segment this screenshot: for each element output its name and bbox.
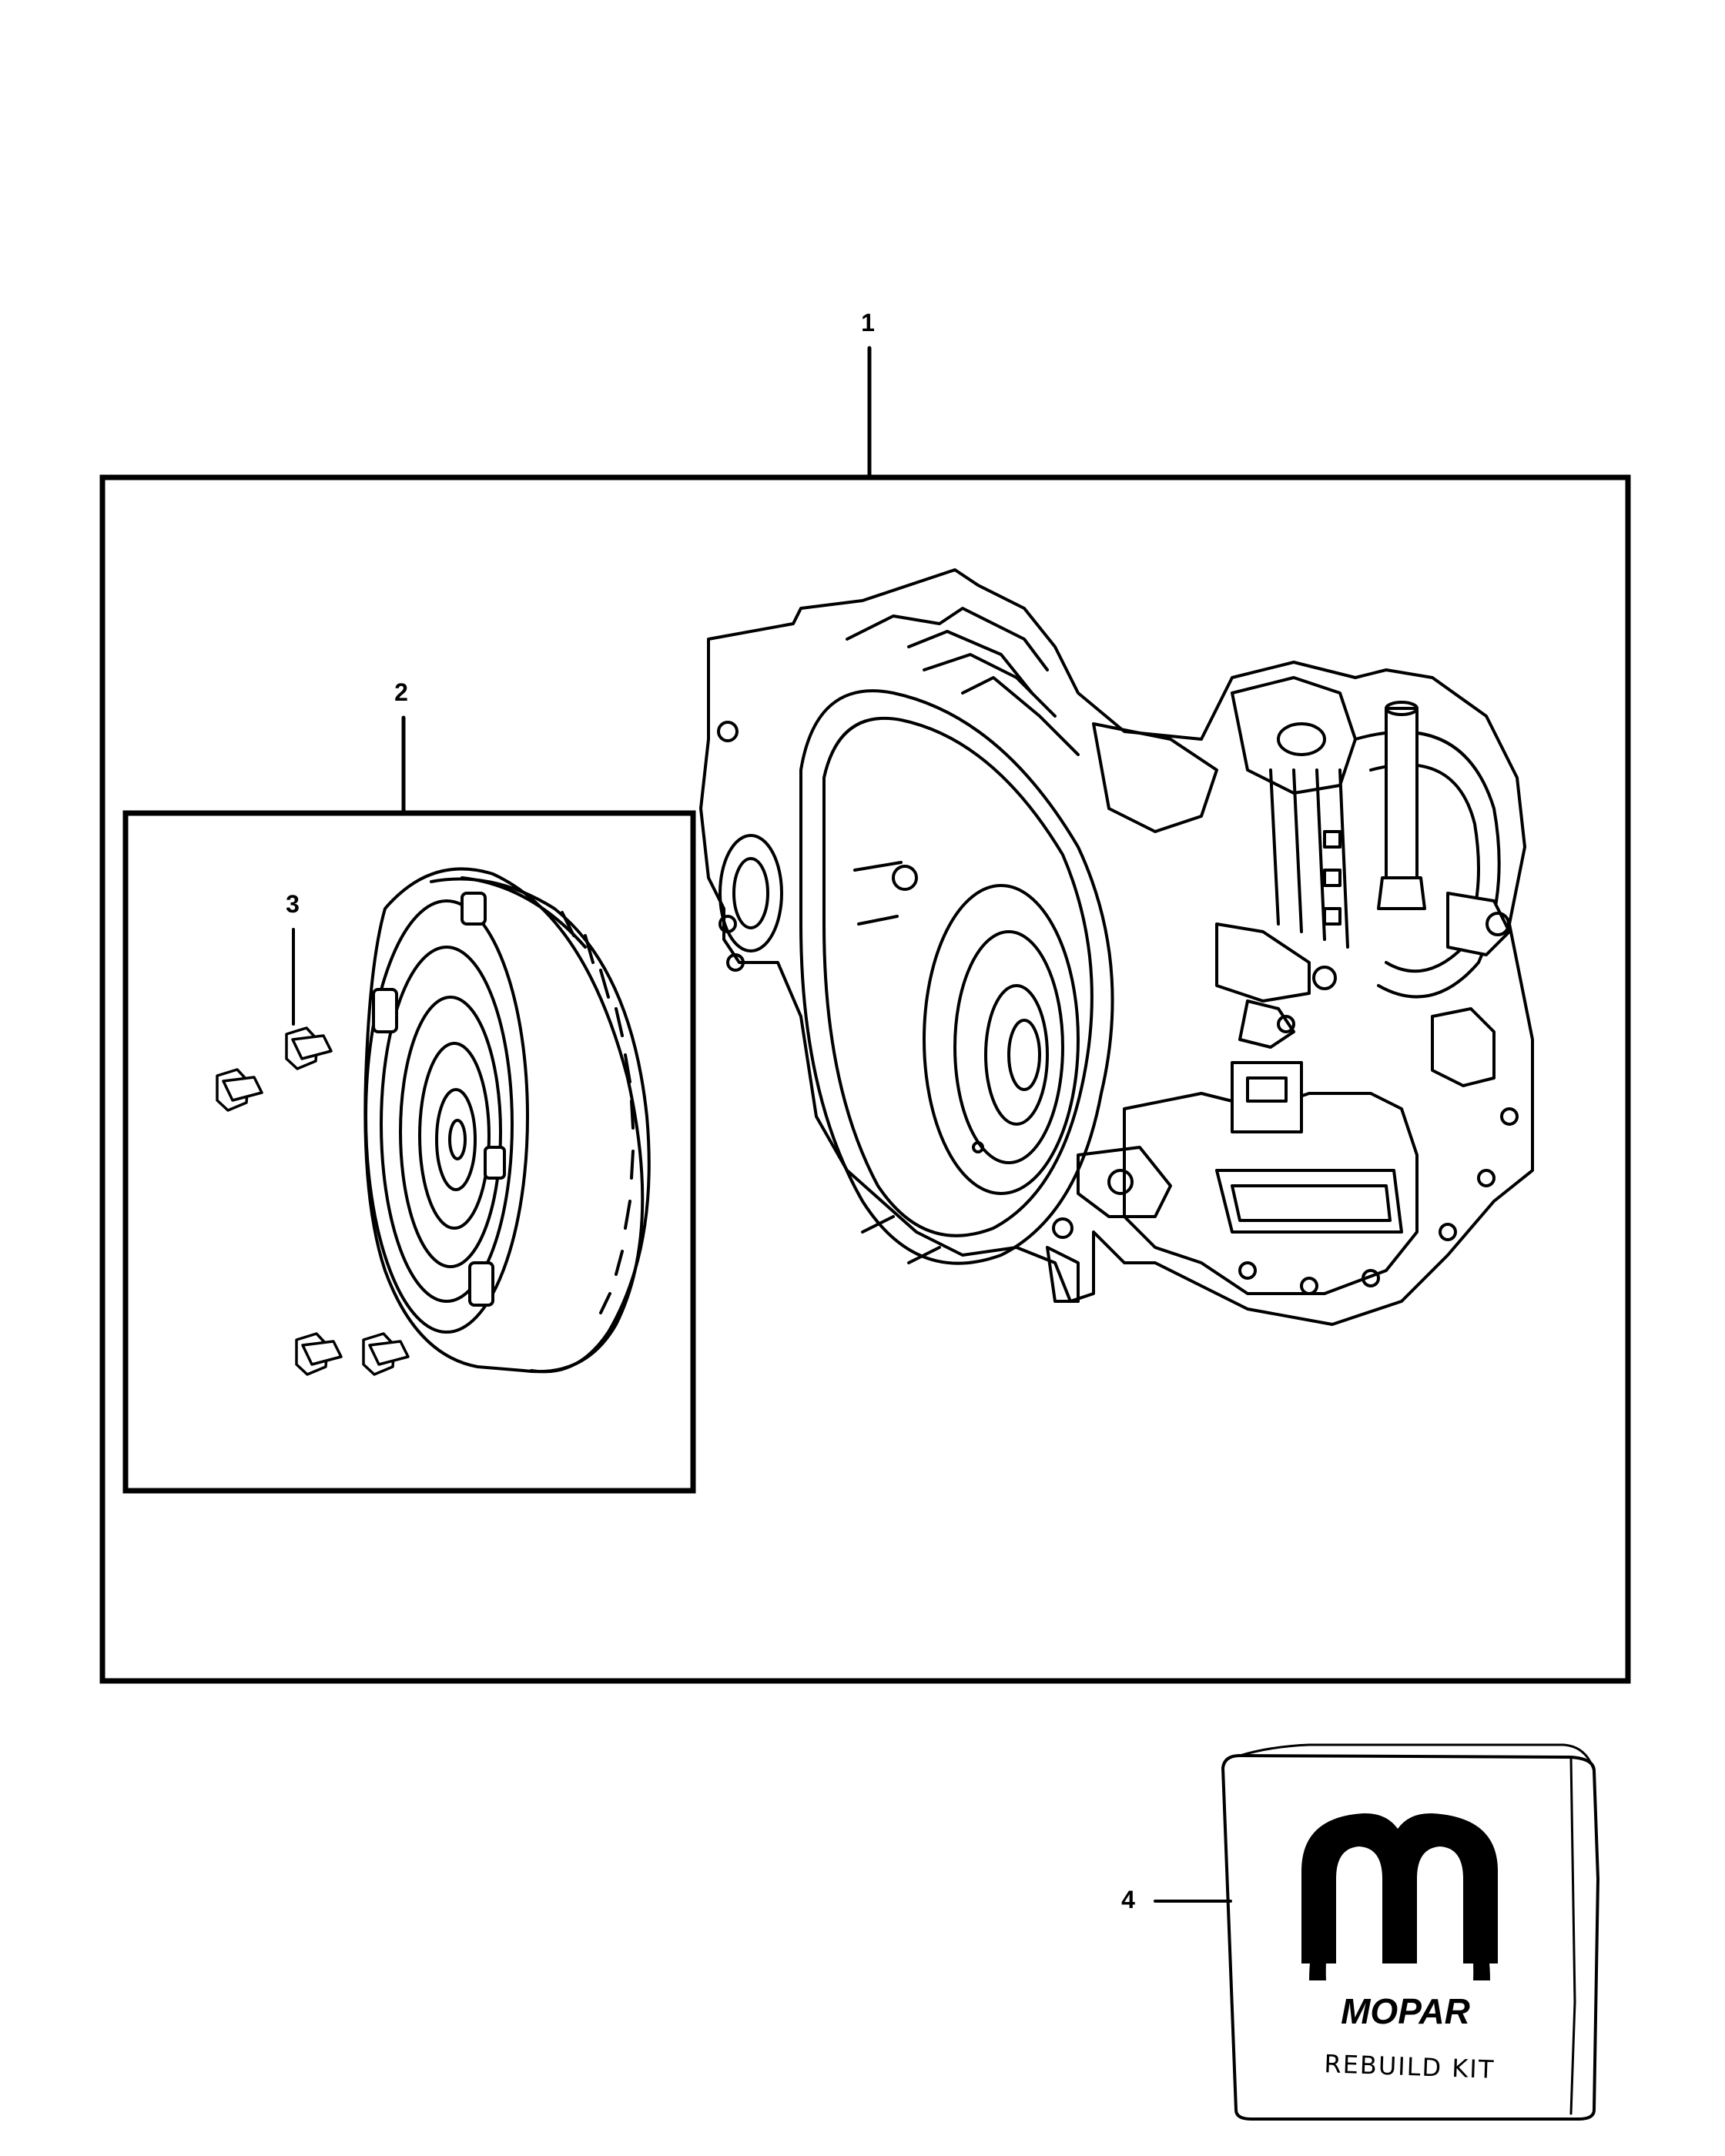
callout-3-label: 3 (286, 890, 300, 918)
callout-1-label: 1 (861, 309, 875, 336)
bolt (216, 1068, 263, 1112)
transaxle-assembly-frame (99, 474, 1631, 1684)
mopar-logo (1301, 1813, 1498, 1980)
torque-converter-illustration (363, 867, 651, 1374)
torque-converter-frame (122, 810, 696, 1494)
bolt (362, 1332, 410, 1376)
callout-4: 4 (1121, 1886, 1232, 1913)
callout-2-label: 2 (394, 678, 408, 706)
transaxle-illustration (699, 568, 1534, 1326)
kit-brand-text: MOPAR (1341, 1991, 1470, 2031)
callout-2: 2 (394, 678, 408, 815)
bolt (295, 1332, 343, 1376)
rebuild-kit-illustration: MOPAR REBUILD KIT (1221, 1743, 1599, 2121)
bolt (285, 1026, 333, 1070)
callout-1: 1 (861, 309, 875, 480)
kit-label-text: REBUILD KIT (1324, 2049, 1496, 2084)
callout-3: 3 (286, 890, 300, 1026)
callout-4-label: 4 (1121, 1886, 1135, 1913)
